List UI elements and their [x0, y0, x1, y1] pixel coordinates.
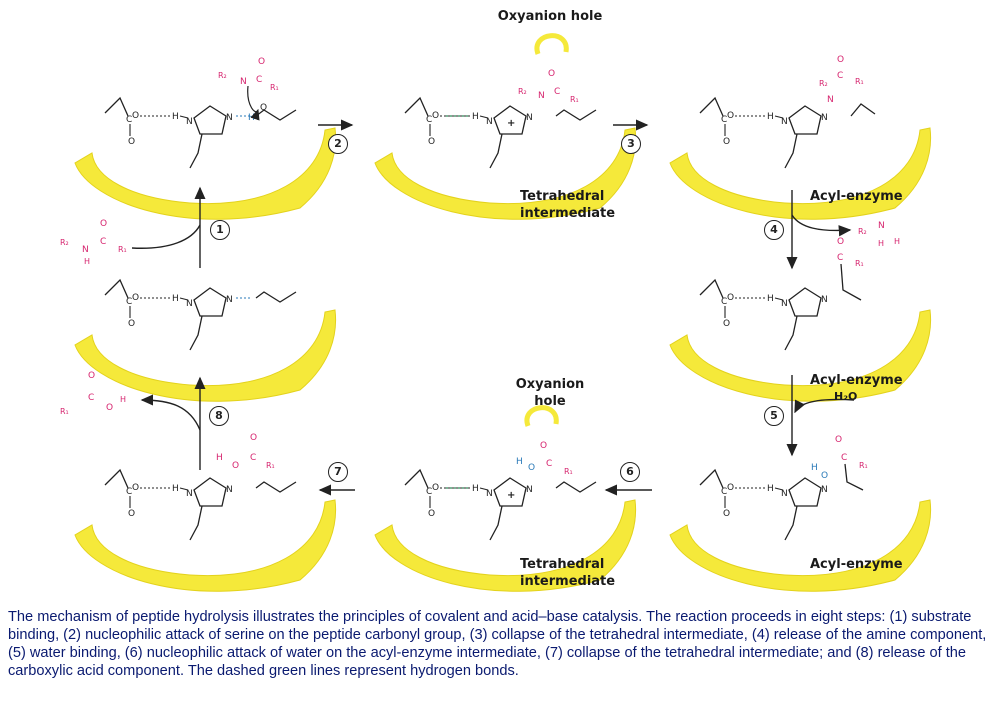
svg-text:R₁: R₁ — [855, 77, 864, 86]
svg-text:R₂: R₂ — [518, 87, 527, 96]
svg-text:H: H — [120, 395, 126, 404]
svg-text:O: O — [837, 237, 844, 247]
tetrahedral-label-top-1: Tetrahedral — [520, 189, 605, 204]
svg-text:O: O — [821, 471, 828, 481]
svg-text:C: C — [100, 237, 106, 247]
svg-text:N: N — [538, 91, 545, 101]
svg-text:O: O — [106, 403, 113, 413]
svg-text:+: + — [507, 490, 515, 501]
svg-text:O: O — [88, 371, 95, 381]
enzyme-panel-acyl-enzyme-water: H O C O R₁ — [669, 435, 932, 592]
svg-text:O: O — [837, 55, 844, 65]
svg-text:O: O — [260, 103, 267, 113]
svg-text:C: C — [256, 75, 262, 85]
arrow-water-in — [794, 398, 855, 414]
svg-text:R₂: R₂ — [858, 227, 867, 236]
svg-text:R₁: R₁ — [855, 259, 864, 268]
reaction-arrows — [131, 119, 855, 496]
svg-text:N: N — [240, 77, 247, 87]
enzyme-panel-substrate-bound: H O R₂ N C O R₁ — [74, 57, 337, 220]
enzyme-panel-acid-product: H O C O R₁ — [74, 433, 337, 592]
step-1-badge: 1 — [210, 220, 230, 240]
svg-text:R₁: R₁ — [564, 467, 573, 476]
enzyme-panel-free — [74, 279, 337, 402]
svg-text:C: C — [88, 393, 94, 403]
step-4-badge: 4 — [764, 220, 784, 240]
svg-text:R₁: R₁ — [570, 95, 579, 104]
enzyme-panel-tetrahedral-top: + R₂ N C O R₁ — [374, 33, 637, 220]
step-2-badge: 2 — [328, 134, 348, 154]
svg-text:N: N — [878, 221, 885, 231]
tetrahedral-label-top-2: intermediate — [520, 206, 616, 221]
svg-text:C: C — [841, 453, 847, 463]
svg-text:H: H — [811, 463, 818, 473]
svg-text:C: C — [837, 71, 843, 81]
step-8-badge: 8 — [209, 406, 229, 426]
free-amine: R₂ N H H — [858, 221, 900, 248]
arrow-amine-release — [791, 214, 852, 237]
figure-caption: The mechanism of peptide hydrolysis illu… — [8, 609, 987, 679]
svg-text:R₁: R₁ — [859, 461, 868, 470]
svg-text:O: O — [540, 441, 547, 451]
svg-text:H: H — [248, 113, 255, 123]
arrow-acid-release — [140, 394, 201, 431]
svg-text:R₂: R₂ — [218, 71, 227, 80]
svg-text:H: H — [216, 453, 223, 463]
svg-text:C: C — [546, 459, 552, 469]
svg-text:R₁: R₁ — [60, 407, 69, 416]
step-5-badge: 5 — [764, 406, 784, 426]
svg-text:H: H — [516, 457, 523, 467]
svg-text:C: C — [837, 253, 843, 263]
water-label: H₂O — [834, 390, 858, 403]
acyl-enzyme-label-3: Acyl-enzyme — [810, 557, 903, 572]
svg-text:H: H — [84, 257, 90, 266]
enzyme-panel-acyl-enzyme-amine: R₂ N C O R₁ — [669, 55, 932, 220]
step-3-badge: 3 — [621, 134, 641, 154]
mechanism-diagram: C O O H N N H O R₂ N C O R₁ + — [60, 33, 932, 592]
svg-text:O: O — [100, 219, 107, 229]
svg-text:O: O — [548, 69, 555, 79]
svg-text:N: N — [82, 245, 89, 255]
oxyanion-hole-label-bottom-1: Oxyanion — [515, 377, 585, 392]
svg-text:H: H — [878, 239, 884, 248]
svg-text:O: O — [835, 435, 842, 445]
svg-text:O: O — [232, 461, 239, 471]
free-carboxylic-acid: R₁ C O O H — [60, 371, 126, 416]
oxyanion-hole-label-bottom-2: hole — [534, 394, 566, 409]
arrow-substrate-in — [131, 224, 201, 249]
svg-text:O: O — [528, 463, 535, 473]
svg-text:C: C — [554, 87, 560, 97]
svg-text:R₁: R₁ — [266, 461, 275, 470]
step-7-badge: 7 — [328, 462, 348, 482]
oxyanion-hole-label-top: Oxyanion hole — [497, 9, 603, 24]
free-substrate: R₂ N H C O R₁ — [60, 219, 127, 266]
enzyme-panel-tetrahedral-bottom: + H O C O R₁ — [374, 405, 637, 592]
tetrahedral-label-bottom-2: intermediate — [520, 574, 616, 589]
svg-text:R₂: R₂ — [819, 79, 828, 88]
svg-text:+: + — [507, 118, 515, 129]
svg-text:R₂: R₂ — [60, 238, 69, 247]
svg-text:H: H — [894, 237, 900, 246]
svg-text:O: O — [258, 57, 265, 67]
acyl-enzyme-label-1: Acyl-enzyme — [810, 189, 903, 204]
svg-text:C: C — [250, 453, 256, 463]
tetrahedral-label-bottom-1: Tetrahedral — [520, 557, 605, 572]
acyl-enzyme-label-2: Acyl-enzyme — [810, 373, 903, 388]
svg-text:O: O — [250, 433, 257, 443]
svg-text:R₁: R₁ — [270, 83, 279, 92]
enzyme-panel-acyl-enzyme: C O R₁ — [669, 237, 932, 402]
step-6-badge: 6 — [620, 462, 640, 482]
svg-text:R₁: R₁ — [118, 245, 127, 254]
svg-text:N: N — [827, 95, 834, 105]
